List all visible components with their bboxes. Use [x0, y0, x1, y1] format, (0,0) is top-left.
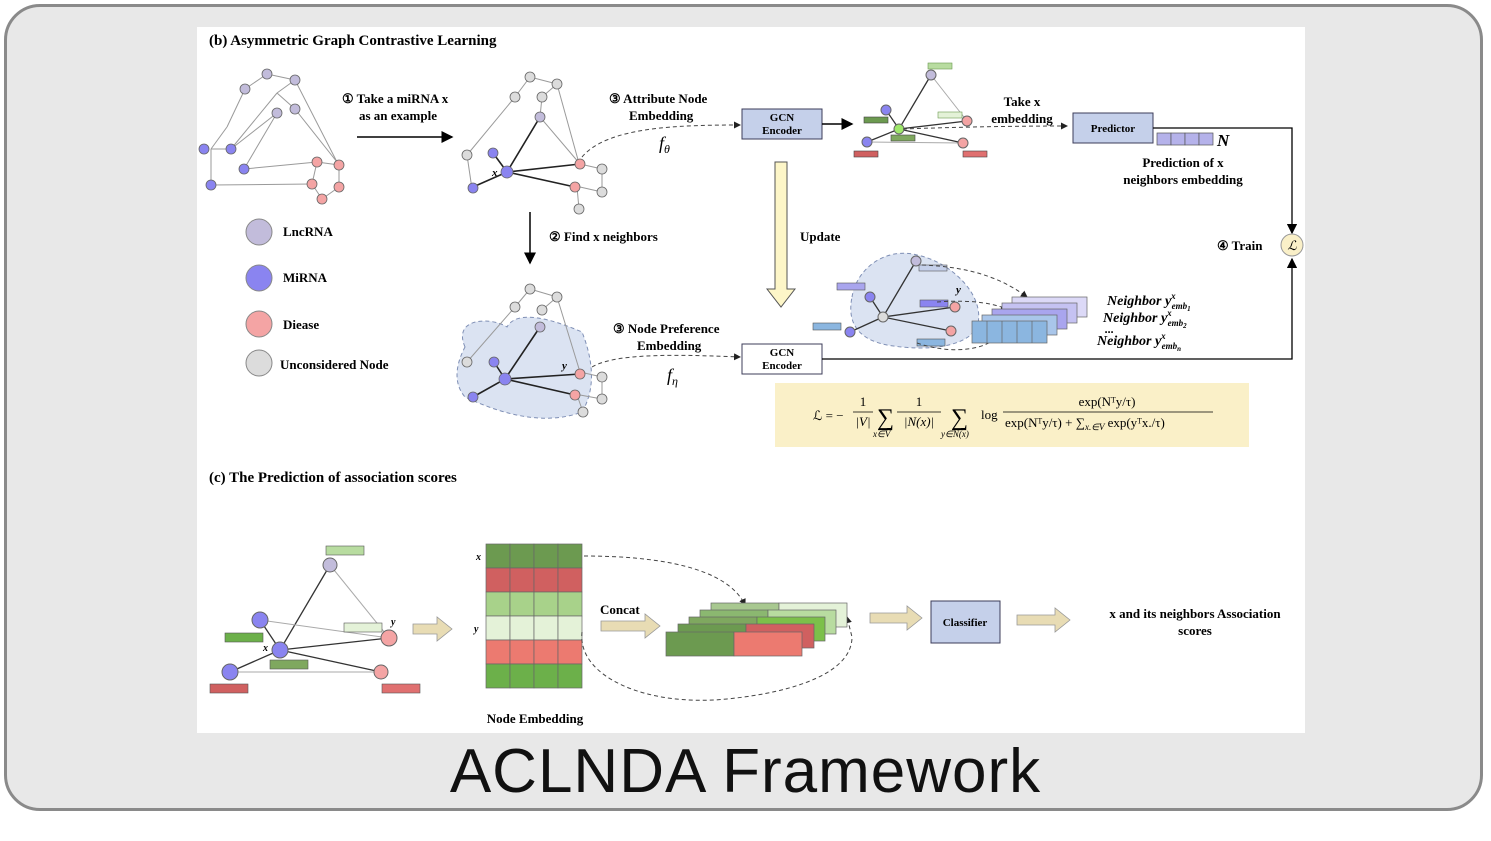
neighbor-graph-nodes: [461, 283, 608, 418]
step2-label: ② Find x neighbors: [549, 229, 658, 244]
prediction-x-label: x: [262, 643, 268, 654]
prediction-graph: [209, 545, 421, 694]
train-label: ④ Train: [1217, 238, 1263, 253]
input-graph-nodes: [198, 68, 345, 205]
step3b-label-line1: ③ Node Preference: [613, 321, 720, 336]
legend-disease-label: Diease: [283, 317, 319, 332]
formula-sum2-sub: y∈N(x): [940, 429, 969, 439]
legend: LncRNA MiRNA Diease Unconsidered Node: [245, 218, 389, 377]
formula-nx-abs: |N(x)|: [904, 414, 934, 429]
gcn-encoder-top-line1: GCN: [770, 112, 795, 124]
loss-formula: ℒ = − 1 |V| ∑ x∈V 1 |N(x)| ∑ y∈N(x) log …: [813, 394, 1213, 439]
update-label: Update: [800, 229, 841, 244]
take-label-line1: Take x: [1004, 94, 1041, 109]
legend-lncrna-label: LncRNA: [283, 224, 333, 239]
neighbor-dots: ...: [1105, 322, 1114, 336]
step3b-label-line2: Embedding: [637, 338, 702, 353]
neighbor-region: [456, 316, 592, 419]
legend-unconsidered-label: Unconsidered Node: [280, 357, 389, 372]
f-theta-label: fθ: [659, 133, 670, 156]
prediction-y-label: y: [390, 617, 396, 628]
formula-log: log: [981, 407, 998, 422]
legend-disease-swatch: [245, 310, 273, 338]
classifier-label: Classifier: [943, 617, 988, 629]
classifier-box: [930, 600, 1001, 644]
diagram-canvas: (b) Asymmetric Graph Contrastive Learnin…: [197, 27, 1305, 733]
matrix-row-y: y: [473, 624, 479, 635]
step1-label-line1: ① Take a miRNA x: [342, 91, 449, 106]
step1-label-line2: as an example: [359, 108, 437, 123]
predictor-label: Predictor: [1091, 123, 1136, 135]
section-c-title: (c) The Prediction of association scores: [209, 470, 457, 486]
gcn-encoder-top: [741, 108, 823, 140]
prediction-label-line1: Prediction of x: [1142, 155, 1224, 170]
formula-sum1: ∑: [877, 405, 894, 431]
node-embedding-matrix: [485, 543, 583, 689]
formula-one-2: 1: [916, 394, 923, 409]
node-embedding-label: Node Embedding: [487, 711, 584, 726]
section-b-title: (b) Asymmetric Graph Contrastive Learnin…: [209, 33, 497, 49]
framework-title: ACLNDA Framework: [449, 737, 1042, 806]
concat-label: Concat: [600, 602, 640, 617]
matrix-row-x: x: [475, 552, 481, 563]
formula-numerator: exp(Nᵀy/τ): [1079, 394, 1136, 409]
loss-formula-box: [775, 383, 1249, 447]
arrow-concat: [600, 613, 661, 639]
concat-stack: [665, 602, 848, 657]
predictor-box: [1072, 112, 1154, 144]
result-label-line1: x and its neighbors Association: [1109, 606, 1281, 621]
neighbor-embedding-graph: [812, 255, 961, 347]
legend-unconsidered-swatch: [245, 349, 273, 377]
neighbor-embedding-stack: [971, 296, 1088, 344]
embedding-graph: [853, 62, 988, 158]
legend-lncrna-swatch: [245, 218, 273, 246]
n-label: N: [1216, 131, 1230, 150]
arrow-to-embedding: [412, 616, 453, 642]
formula-sum1-sub: x∈V: [872, 429, 892, 439]
step3a-label-line2: Embedding: [629, 108, 694, 123]
formula-lhs: ℒ = −: [813, 408, 844, 423]
prediction-vector: [1156, 132, 1214, 146]
take-label-line2: embedding: [991, 111, 1053, 126]
formula-sum2: ∑: [951, 405, 968, 431]
gcn-encoder-top-line2: Encoder: [762, 125, 802, 137]
result-label-line2: scores: [1178, 623, 1212, 638]
legend-mirna-swatch: [245, 264, 273, 292]
formula-one-1: 1: [860, 394, 867, 409]
gcn-encoder-bottom-line2: Encoder: [762, 360, 802, 372]
neighbor-y-node-label: y: [954, 284, 961, 296]
gcn-encoder-bottom-line1: GCN: [770, 347, 795, 359]
gcn-encoder-bottom: [741, 343, 823, 375]
loss-symbol: ℒ: [1287, 238, 1297, 253]
loss-node: [1280, 233, 1304, 257]
node-x-label: x: [491, 167, 498, 179]
node-y-label: y: [560, 360, 567, 372]
input-graph: [210, 73, 340, 200]
framework-diagram: (b) Asymmetric Graph Contrastive Learnin…: [198, 33, 1304, 726]
formula-v-abs: |V|: [855, 414, 870, 429]
update-arrow: [765, 161, 797, 308]
arrow-to-classifier: [869, 605, 923, 631]
slide-frame: (b) Asymmetric Graph Contrastive Learnin…: [4, 4, 1483, 811]
step3a-label-line1: ③ Attribute Node: [609, 91, 708, 106]
arrow-to-result: [1016, 607, 1071, 633]
legend-mirna-label: MiRNA: [283, 270, 328, 285]
selected-graph: [466, 76, 603, 210]
f-eta-label: fη: [667, 365, 678, 388]
prediction-label-line2: neighbors embedding: [1123, 172, 1243, 187]
selected-graph-nodes: [461, 71, 608, 215]
